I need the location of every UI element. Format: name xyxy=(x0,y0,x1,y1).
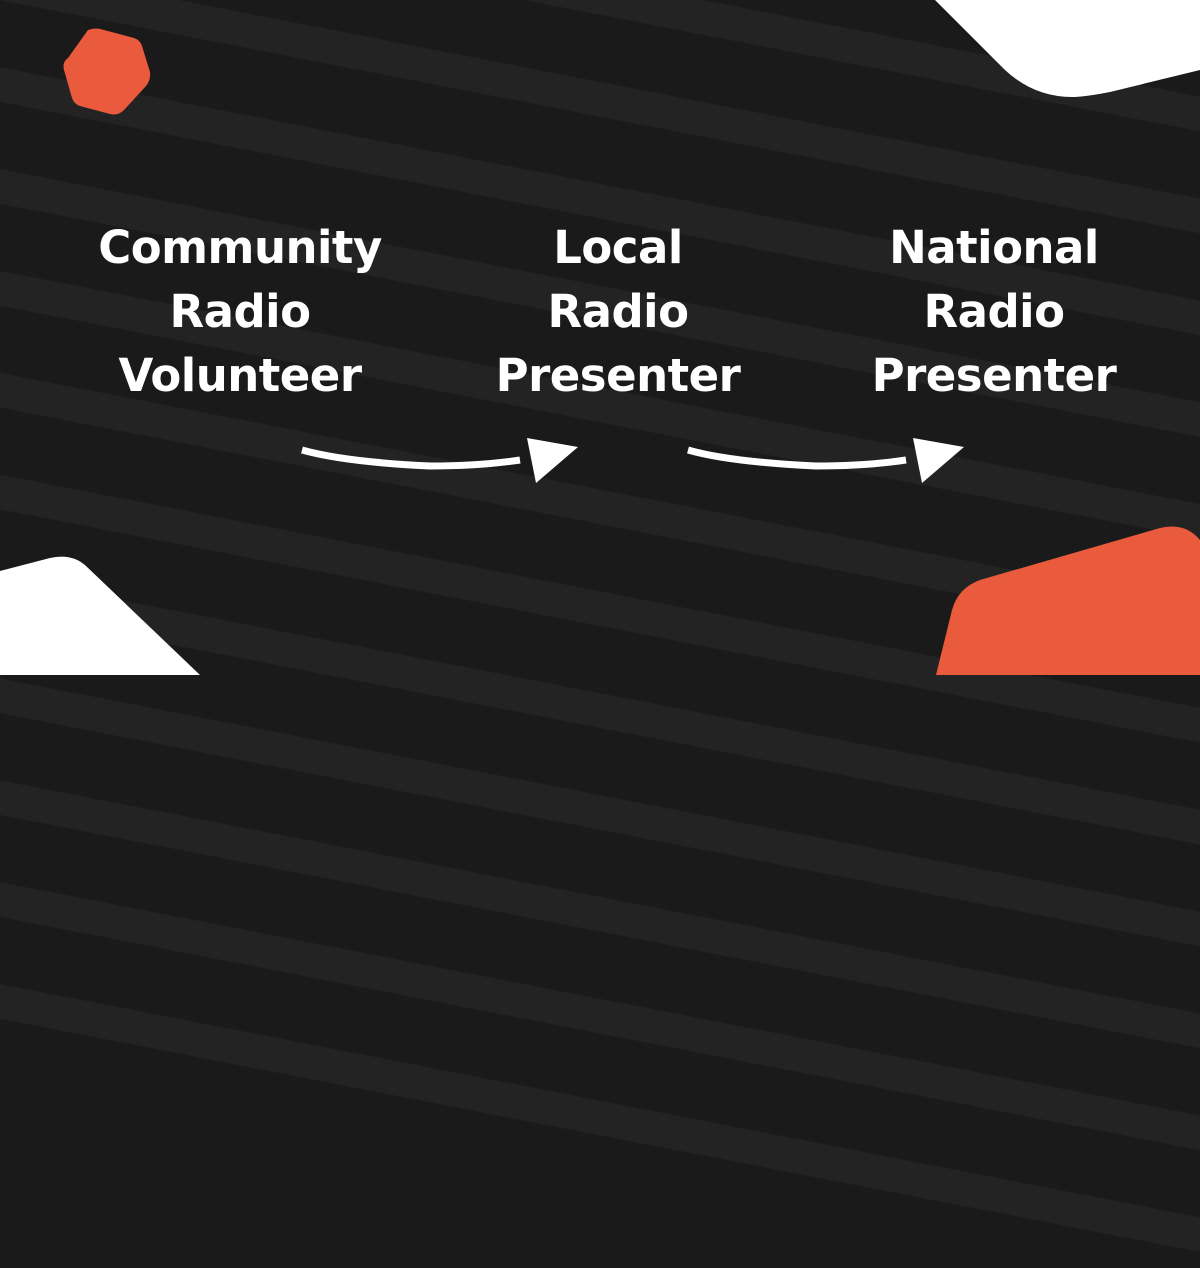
step-line: Radio xyxy=(169,285,311,338)
step-line: Volunteer xyxy=(118,349,362,402)
arrow-2-head-icon xyxy=(913,438,964,483)
step-line: Presenter xyxy=(871,349,1117,402)
arrow-2-shaft xyxy=(687,446,907,470)
white-shape-top-right xyxy=(935,0,1200,98)
step-line: Local xyxy=(553,221,683,274)
hexagon-top-left-icon xyxy=(63,28,151,115)
step-line: Radio xyxy=(923,285,1065,338)
step-community-radio-volunteer: Community Radio Volunteer xyxy=(60,216,420,408)
step-local-radio-presenter: Local Radio Presenter xyxy=(438,216,798,408)
step-line: National xyxy=(889,221,1099,274)
step-line: Presenter xyxy=(495,349,741,402)
arrow-1-shaft xyxy=(301,446,521,470)
step-national-radio-presenter: National Radio Presenter xyxy=(814,216,1174,408)
arrow-2 xyxy=(687,438,964,483)
step-line: Community xyxy=(98,221,382,274)
arrow-1 xyxy=(301,438,578,483)
step-line: Radio xyxy=(547,285,689,338)
arrow-1-head-icon xyxy=(527,438,578,483)
orange-shape-bottom-right xyxy=(936,526,1200,675)
white-shape-bottom-left xyxy=(0,556,200,675)
decorations xyxy=(0,0,1200,675)
